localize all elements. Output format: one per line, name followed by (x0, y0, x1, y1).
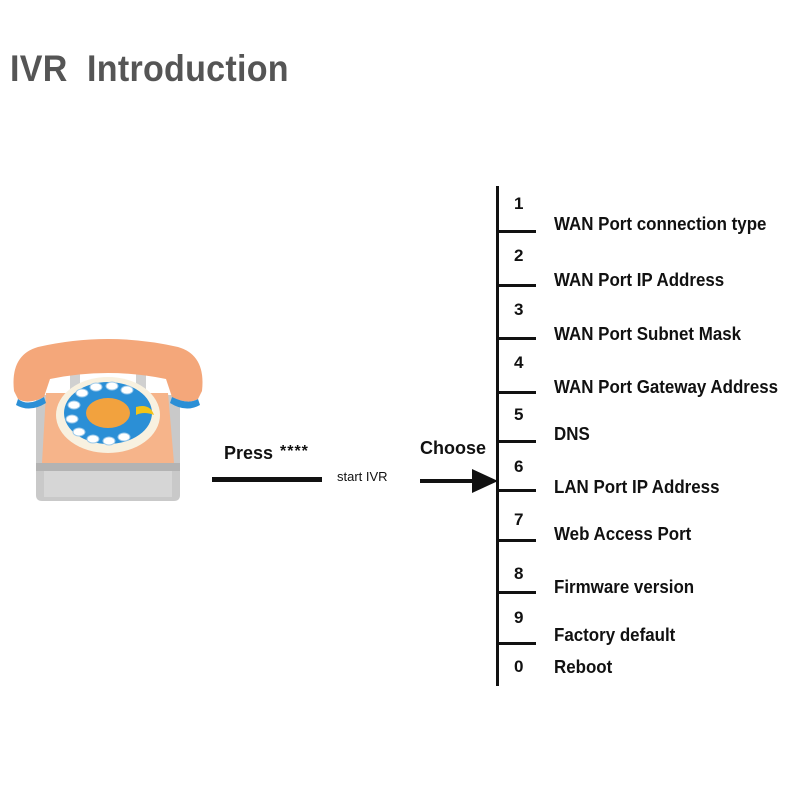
menu-key: 6 (514, 457, 524, 476)
start-ivr-label: start IVR (337, 469, 388, 484)
menu-key: 1 (514, 194, 524, 213)
page-title: IVR Introduction (10, 48, 289, 89)
menu-tick (496, 591, 536, 594)
menu-tick (496, 440, 536, 443)
menu-key: 8 (514, 564, 524, 583)
menu-tick (496, 539, 536, 542)
menu-option-label: Factory default (554, 625, 676, 645)
menu-tick (496, 284, 536, 287)
menu-tick (496, 337, 536, 340)
menu-key: 4 (514, 353, 524, 372)
choose-label: Choose (420, 438, 487, 458)
arrow-right-icon (420, 469, 498, 493)
menu-key: 3 (514, 300, 524, 319)
menu-option-label: WAN Port Gateway Address (554, 377, 779, 397)
menu-option-label: Reboot (554, 657, 613, 677)
menu-key: 5 (514, 405, 524, 424)
menu-tick (496, 391, 536, 394)
menu-option-label: Web Access Port (554, 524, 692, 544)
menu-spine (496, 186, 499, 686)
connector-line (212, 477, 322, 482)
menu-tick (496, 642, 536, 645)
menu-option-label: WAN Port connection type (554, 214, 767, 234)
press-code: **** (280, 443, 309, 460)
menu-option-label: WAN Port IP Address (554, 270, 725, 290)
menu-option-label: Firmware version (554, 577, 695, 597)
menu-option-label: WAN Port Subnet Mask (554, 324, 742, 344)
menu-tick (496, 230, 536, 233)
menu-key: 9 (514, 608, 524, 627)
telephone-icon (13, 339, 203, 501)
menu-option-label: LAN Port IP Address (554, 477, 720, 497)
menu-key: 0 (514, 657, 524, 676)
press-label: Press (224, 443, 274, 463)
menu-tick (496, 489, 536, 492)
menu-key: 7 (514, 510, 524, 529)
menu-option-label: DNS (554, 424, 590, 444)
menu-key: 2 (514, 246, 524, 265)
